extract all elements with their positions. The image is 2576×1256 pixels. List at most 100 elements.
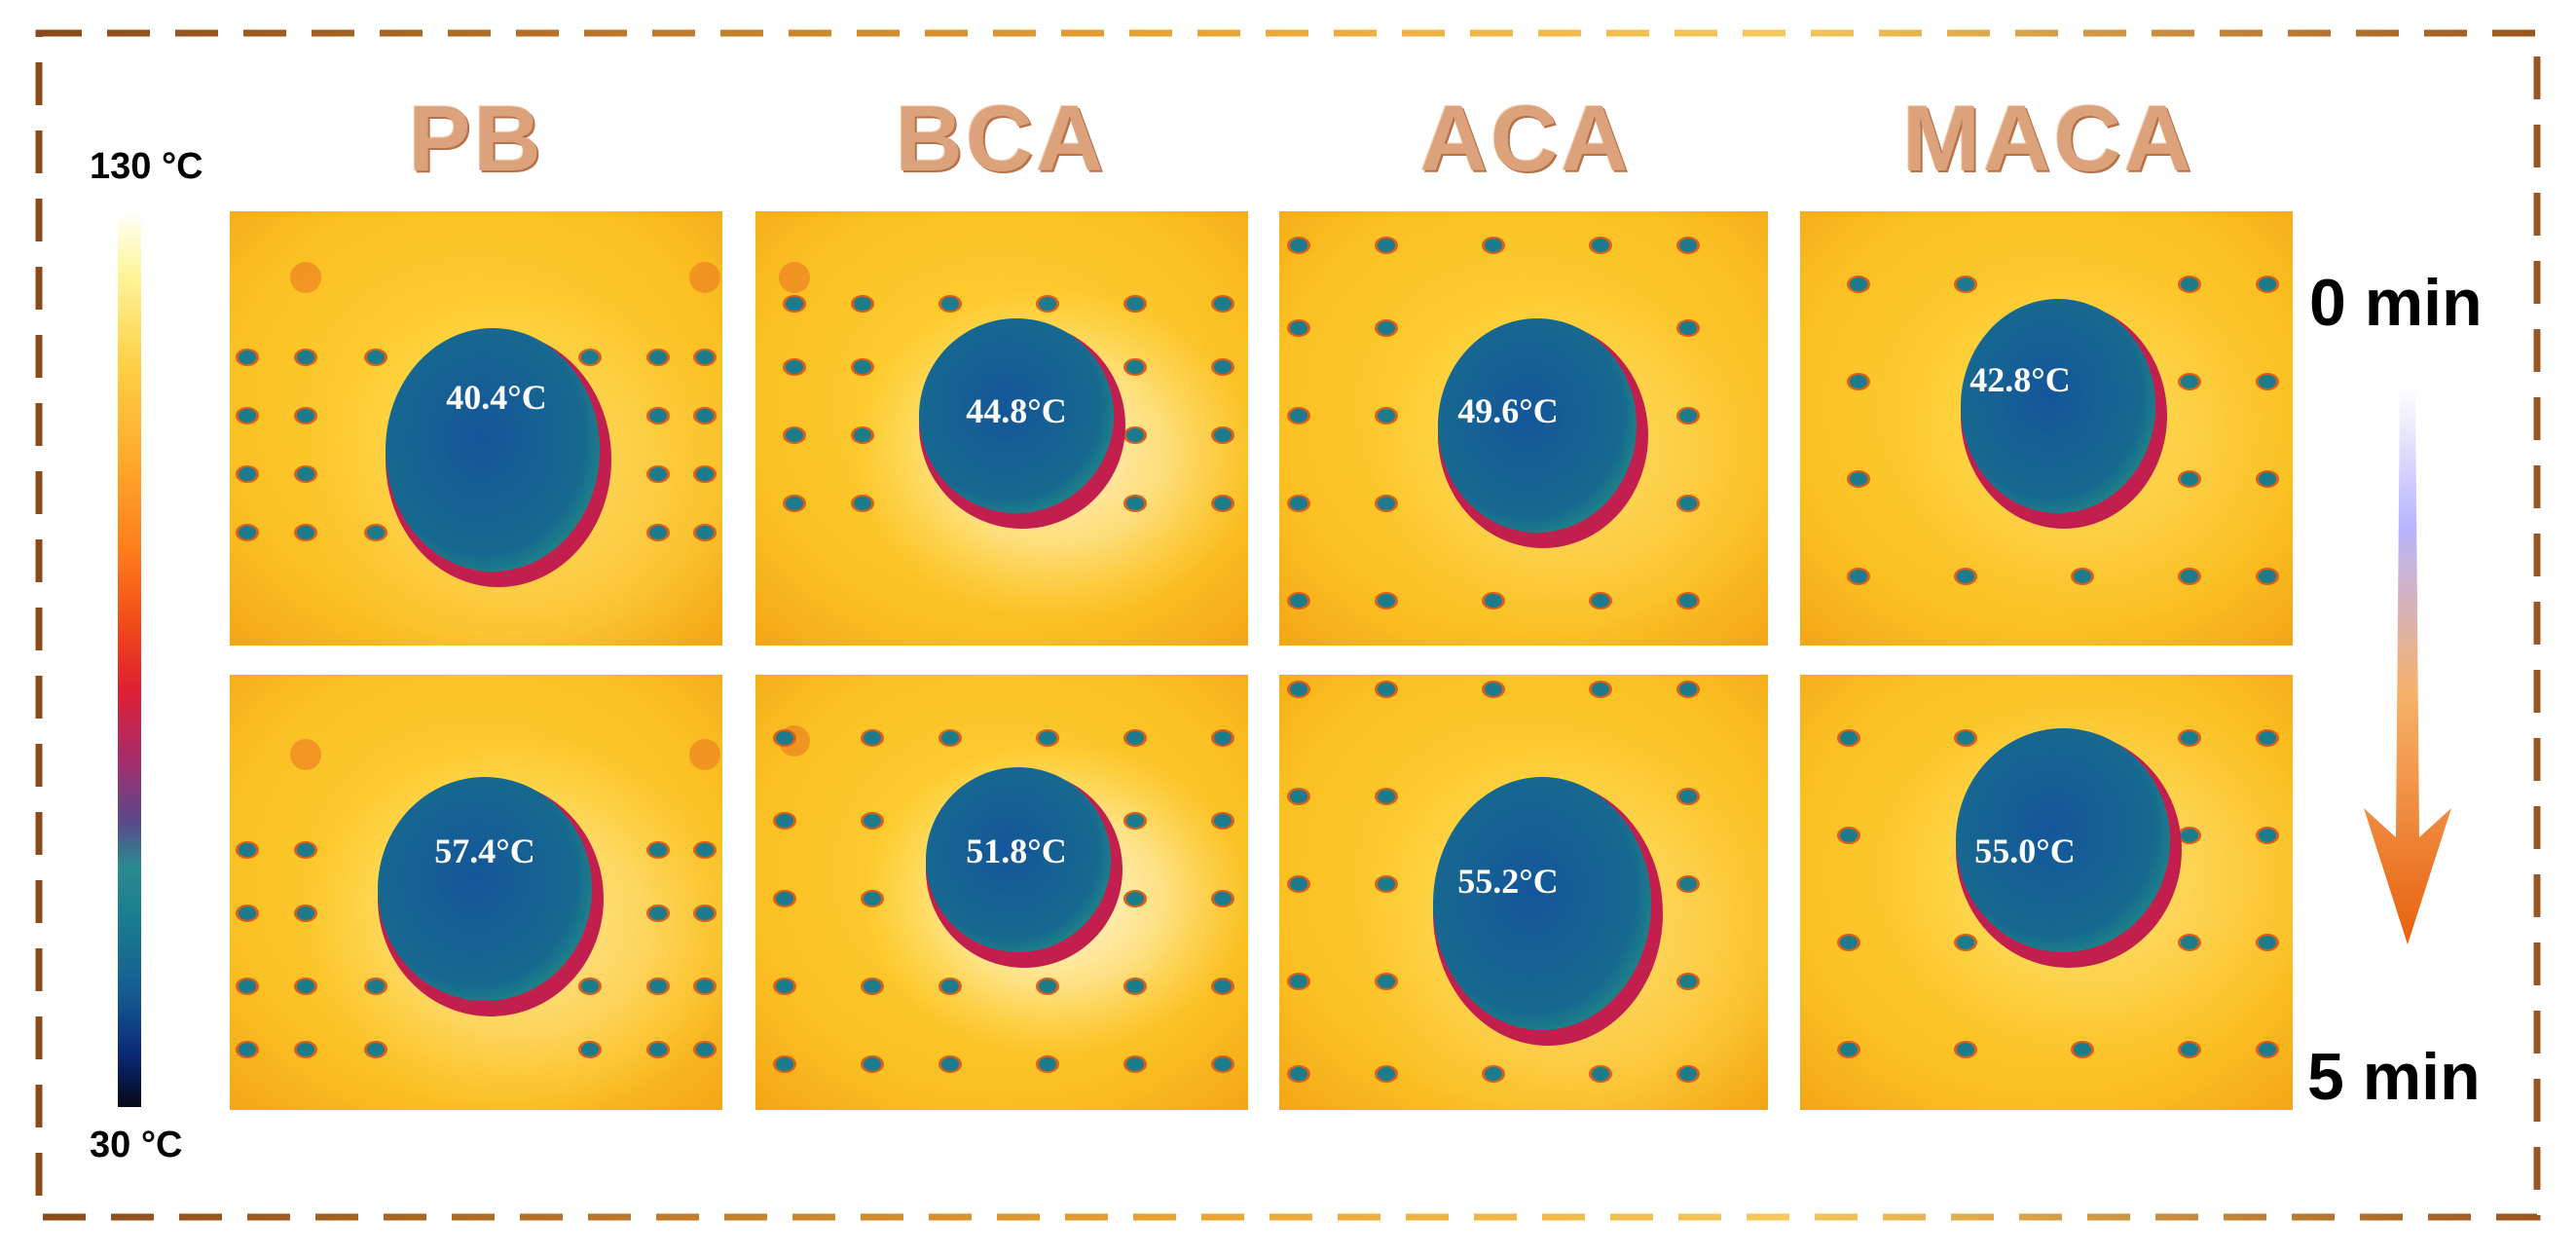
grid-dot (1485, 594, 1502, 608)
grid-dot (2259, 936, 2276, 949)
thermal-image (230, 675, 722, 1110)
grid-dot (2181, 1043, 2198, 1056)
grid-dot (776, 814, 793, 828)
grid-dot (854, 360, 871, 374)
grid-dot (1679, 1067, 1697, 1081)
grid-dot (1840, 829, 1858, 842)
droplet (1438, 318, 1637, 533)
temp-label-pb-0min: 40.4°C (446, 378, 547, 417)
grid-dot (776, 1057, 793, 1071)
grid-dot (581, 1043, 599, 1056)
temp-label-aca-5min: 55.2°C (1457, 862, 1559, 901)
grid-dot (1290, 321, 1307, 335)
grid-dot (1679, 683, 1697, 696)
grid-dot (649, 351, 667, 364)
grid-dot (1592, 1067, 1609, 1081)
grid-dot (297, 906, 314, 920)
grid-dot (1290, 975, 1307, 988)
grid-dot (1485, 683, 1502, 696)
hot-spot (689, 739, 720, 770)
grid-dot (239, 1043, 256, 1056)
grid-dot (1485, 239, 1502, 252)
grid-dot (1214, 731, 1232, 745)
grid-dot (297, 979, 314, 993)
grid-dot (2259, 829, 2276, 842)
grid-dot (786, 497, 803, 510)
grid-dot (1126, 979, 1144, 993)
grid-dot (1679, 497, 1697, 510)
droplet (1961, 299, 2155, 513)
grid-dot (696, 409, 714, 423)
grid-dot (649, 1043, 667, 1056)
temp-label-bca-5min: 51.8°C (966, 831, 1067, 870)
grid-dot (239, 843, 256, 857)
grid-dot (1290, 239, 1307, 252)
time-label-start: 0 min (2309, 266, 2483, 340)
grid-dot (1214, 360, 1232, 374)
grid-dot (1126, 297, 1144, 311)
grid-dot (941, 1057, 959, 1071)
temp-label-bca-0min: 44.8°C (966, 391, 1067, 430)
grid-dot (581, 351, 599, 364)
grid-dot (1679, 877, 1697, 891)
thermal-image (1279, 211, 1768, 646)
grid-dot (1214, 979, 1232, 993)
thermal-panel-pb-0min (230, 211, 722, 646)
thermal-image (230, 211, 722, 646)
grid-dot (854, 428, 871, 442)
temp-label-maca-5min: 55.0°C (1974, 831, 2076, 870)
grid-dot (1290, 790, 1307, 803)
grid-dot (1378, 1067, 1395, 1081)
grid-dot (367, 351, 385, 364)
grid-dot (367, 1043, 385, 1056)
grid-dot (1126, 892, 1144, 905)
grid-dot (1679, 790, 1697, 803)
grid-dot (1378, 239, 1395, 252)
grid-dot (1378, 594, 1395, 608)
grid-dot (649, 467, 667, 481)
droplet (919, 318, 1114, 513)
grid-dot (2181, 277, 2198, 291)
grid-dot (854, 497, 871, 510)
grid-dot (2259, 375, 2276, 388)
grid-dot (864, 979, 881, 993)
grid-dot (2181, 570, 2198, 583)
grid-dot (696, 351, 714, 364)
grid-dot (1378, 321, 1395, 335)
droplet (386, 328, 600, 572)
grid-dot (1378, 409, 1395, 423)
hot-spot (779, 262, 810, 293)
grid-dot (1039, 297, 1056, 311)
grid-dot (1126, 1057, 1144, 1071)
temp-label-aca-0min: 49.6°C (1457, 391, 1559, 430)
grid-dot (2181, 472, 2198, 486)
grid-dot (1840, 1043, 1858, 1056)
grid-dot (1485, 1067, 1502, 1081)
grid-dot (367, 979, 385, 993)
grid-dot (297, 409, 314, 423)
sample-title-bca: BCA (895, 87, 1107, 191)
grid-dot (864, 892, 881, 905)
grid-dot (1126, 497, 1144, 510)
grid-dot (1592, 239, 1609, 252)
grid-dot (696, 843, 714, 857)
grid-dot (1039, 731, 1056, 745)
grid-dot (239, 526, 256, 539)
grid-dot (1290, 683, 1307, 696)
grid-dot (239, 979, 256, 993)
grid-dot (1679, 409, 1697, 423)
grid-dot (864, 731, 881, 745)
grid-dot (1126, 428, 1144, 442)
grid-dot (1378, 877, 1395, 891)
thermal-image (755, 211, 1248, 646)
thermal-panel-aca-0min (1279, 211, 1768, 646)
grid-dot (941, 979, 959, 993)
thermal-panel-bca-0min (755, 211, 1248, 646)
hot-spot (689, 262, 720, 293)
grid-dot (696, 979, 714, 993)
time-label-end: 5 min (2307, 1040, 2481, 1114)
grid-dot (1840, 936, 1858, 949)
grid-dot (1126, 731, 1144, 745)
hot-spot (290, 262, 321, 293)
